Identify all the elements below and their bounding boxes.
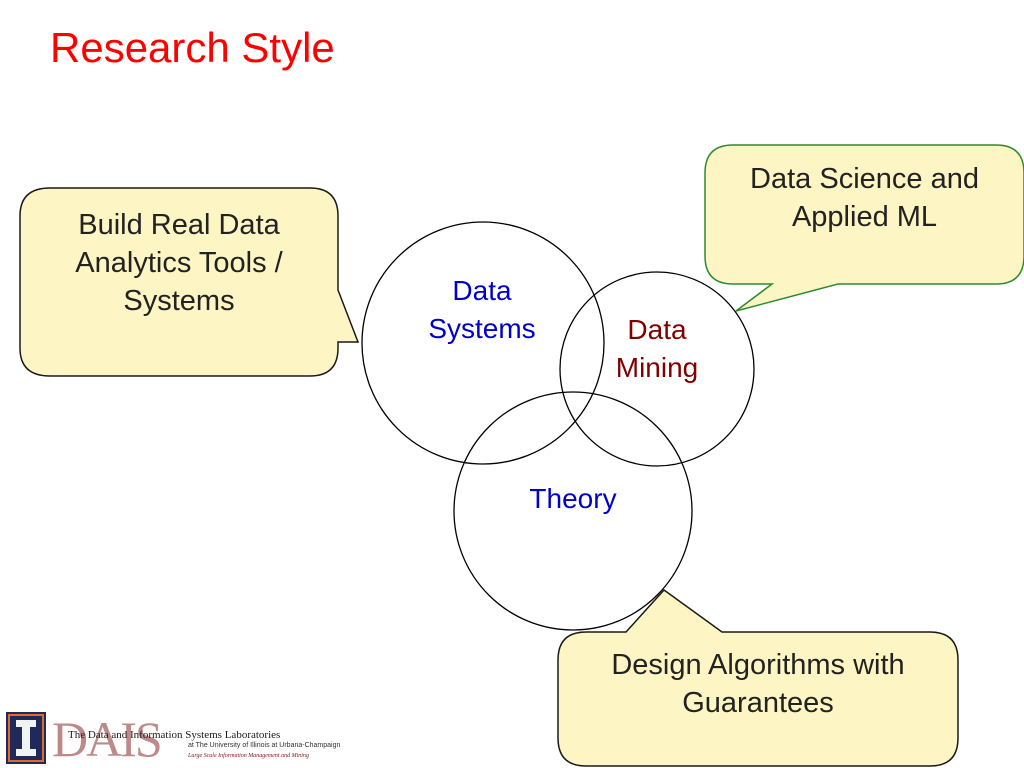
dais-wordmark: DAIS xyxy=(52,711,163,767)
illinois-I-icon xyxy=(6,712,46,764)
circle-data-systems xyxy=(361,221,605,465)
dais-subline: at The University of Illinois at Urbana-… xyxy=(188,742,341,749)
dais-subline-2: Large Scale Information Management and M… xyxy=(188,753,309,759)
callout-systems-text: Build Real Data Analytics Tools / System… xyxy=(20,206,338,320)
circle-mining-label-line-2: Mining xyxy=(615,352,699,383)
callout-systems-line-3: Systems xyxy=(123,285,235,317)
callout-mining-text: Data Science and Applied ML xyxy=(705,160,1024,236)
circle-theory-label-line-1: Theory xyxy=(529,483,617,514)
callout-theory-line-2: Guarantees xyxy=(682,687,834,719)
circle-mining-label: Data Mining xyxy=(577,311,737,387)
circle-theory-label: Theory xyxy=(493,480,653,518)
circle-systems-label: Data Systems xyxy=(402,272,562,348)
circle-data-mining xyxy=(559,271,755,467)
circle-theory xyxy=(453,391,693,631)
callout-systems-line-2: Analytics Tools / xyxy=(75,247,283,279)
callout-mining-line-1: Data Science and xyxy=(750,163,979,195)
callout-mining-shape xyxy=(704,144,1024,312)
circle-mining-label-line-1: Data xyxy=(627,314,687,345)
callout-mining-line-2: Applied ML xyxy=(791,201,938,233)
callout-theory-line-1: Design Algorithms with xyxy=(611,649,905,681)
circle-systems-label-line-2: Systems xyxy=(428,313,536,344)
slide-title: Research Style xyxy=(50,24,335,71)
callout-theory-shape xyxy=(557,588,959,767)
callout-systems-line-1: Build Real Data xyxy=(78,209,280,241)
dais-tagline: The Data and Information Systems Laborat… xyxy=(68,729,281,741)
callout-theory-text: Design Algorithms with Guarantees xyxy=(558,646,958,722)
circle-systems-label-line-1: Data xyxy=(452,275,512,306)
callout-systems-shape xyxy=(19,187,360,377)
